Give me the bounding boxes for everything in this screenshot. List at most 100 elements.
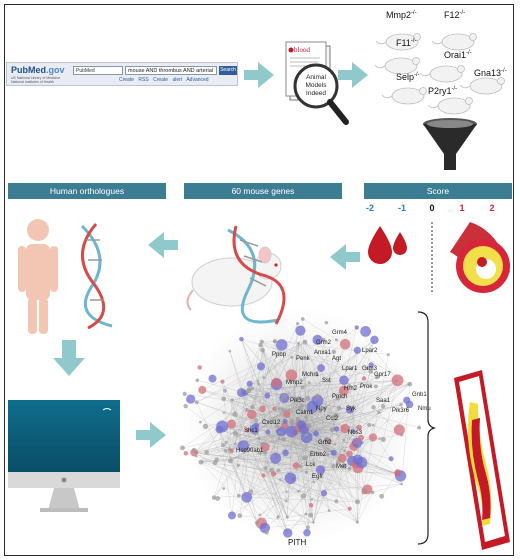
gene-label: Gna13-/- bbox=[474, 68, 507, 78]
score-bar: Score bbox=[364, 183, 512, 199]
network-node bbox=[263, 466, 268, 470]
network-node bbox=[227, 458, 233, 464]
search-button[interactable]: Search bbox=[219, 66, 237, 75]
network-node bbox=[380, 404, 386, 409]
network-node bbox=[370, 335, 379, 345]
database-select[interactable]: PubMed bbox=[73, 66, 123, 75]
network-node bbox=[345, 450, 353, 458]
network-edge bbox=[257, 341, 306, 382]
network-edge bbox=[262, 349, 345, 466]
network-edge bbox=[239, 515, 314, 523]
magnifier-line: Models bbox=[305, 82, 327, 89]
gene-name: Selp bbox=[396, 72, 415, 82]
network-edge bbox=[261, 341, 318, 396]
network-edge bbox=[298, 397, 346, 429]
network-node bbox=[221, 396, 227, 402]
network-node bbox=[345, 405, 354, 414]
network-node bbox=[262, 376, 266, 379]
network-edge bbox=[200, 429, 220, 463]
network-edge bbox=[287, 463, 356, 534]
network-node bbox=[265, 429, 271, 435]
network-node bbox=[312, 521, 315, 524]
network-node bbox=[232, 411, 238, 417]
score-value: 2 bbox=[489, 203, 495, 213]
network-node bbox=[290, 355, 294, 359]
network-edge bbox=[232, 380, 398, 401]
network-node bbox=[300, 317, 305, 321]
network-node bbox=[297, 490, 300, 493]
network-edge bbox=[197, 380, 246, 394]
network-node bbox=[244, 428, 250, 433]
advanced-link[interactable]: Advanced bbox=[186, 77, 209, 83]
network-node bbox=[306, 423, 312, 429]
network-edge bbox=[202, 389, 233, 401]
network-node bbox=[182, 391, 187, 397]
create-alert-link[interactable]: Create alert bbox=[153, 77, 183, 83]
network-node bbox=[302, 339, 308, 345]
network-node bbox=[277, 407, 281, 411]
network-edge bbox=[284, 351, 334, 398]
vessel-thrombus-icon bbox=[454, 370, 510, 550]
network-node bbox=[307, 381, 311, 385]
network-edge bbox=[327, 410, 354, 455]
nlm-line-1: US National Library of Medicine bbox=[11, 76, 61, 80]
network-edge bbox=[230, 341, 262, 461]
network-node bbox=[284, 499, 288, 503]
network-node bbox=[281, 436, 287, 442]
network-node bbox=[282, 449, 289, 457]
network-node bbox=[232, 430, 238, 436]
network-node bbox=[216, 420, 229, 433]
network-node bbox=[339, 375, 349, 386]
network-node bbox=[356, 456, 368, 469]
network-node bbox=[224, 440, 228, 445]
network-node bbox=[361, 376, 367, 381]
network-edge bbox=[278, 437, 307, 471]
network-edge bbox=[285, 397, 299, 453]
gene-name: Gna13 bbox=[474, 68, 502, 78]
create-rss-link[interactable]: Create RSS bbox=[119, 77, 149, 83]
magnifier-caption: Animal Models Indeed bbox=[300, 74, 332, 98]
network-node bbox=[239, 336, 244, 342]
network-node bbox=[347, 466, 352, 471]
network-node bbox=[297, 341, 300, 345]
network-node bbox=[300, 385, 305, 390]
score-value: 1 bbox=[459, 203, 465, 213]
network-edge bbox=[196, 402, 239, 496]
network-node bbox=[365, 366, 370, 371]
network-node bbox=[259, 405, 266, 413]
network-edge bbox=[304, 341, 345, 381]
arrow-right-icon bbox=[136, 422, 166, 448]
network-edge bbox=[274, 340, 389, 355]
network-node bbox=[304, 415, 308, 420]
network-edge bbox=[355, 380, 398, 464]
magnifier-line: Animal bbox=[306, 74, 326, 81]
network-edge bbox=[265, 467, 398, 474]
network-node bbox=[315, 465, 326, 475]
gene-label: Orai1-/- bbox=[444, 50, 472, 60]
gene-label: P2ry1-/- bbox=[428, 86, 457, 96]
gene-name: Mmp2 bbox=[386, 10, 412, 20]
network-edge bbox=[246, 442, 363, 498]
network-edge bbox=[265, 468, 279, 518]
network-node bbox=[228, 349, 232, 353]
network-edge bbox=[196, 456, 358, 503]
network-edge bbox=[265, 400, 407, 469]
network-node bbox=[249, 424, 260, 434]
network-node bbox=[194, 400, 199, 405]
network-edge bbox=[302, 405, 401, 477]
network-edge bbox=[357, 492, 373, 503]
network-edge bbox=[200, 404, 402, 463]
score-value: -2 bbox=[365, 203, 374, 213]
gene-name: F11 bbox=[396, 38, 411, 48]
network-node bbox=[371, 405, 376, 410]
network-node bbox=[257, 437, 261, 440]
network-node bbox=[271, 471, 277, 477]
network-node bbox=[339, 338, 351, 350]
network-node bbox=[333, 426, 340, 432]
search-input[interactable]: mouse AND thrombus AND arterial bbox=[125, 66, 217, 75]
network-node bbox=[335, 395, 341, 401]
network-node bbox=[276, 468, 281, 473]
network-edge bbox=[349, 364, 372, 469]
network-node bbox=[357, 434, 364, 441]
network-node bbox=[304, 512, 308, 516]
